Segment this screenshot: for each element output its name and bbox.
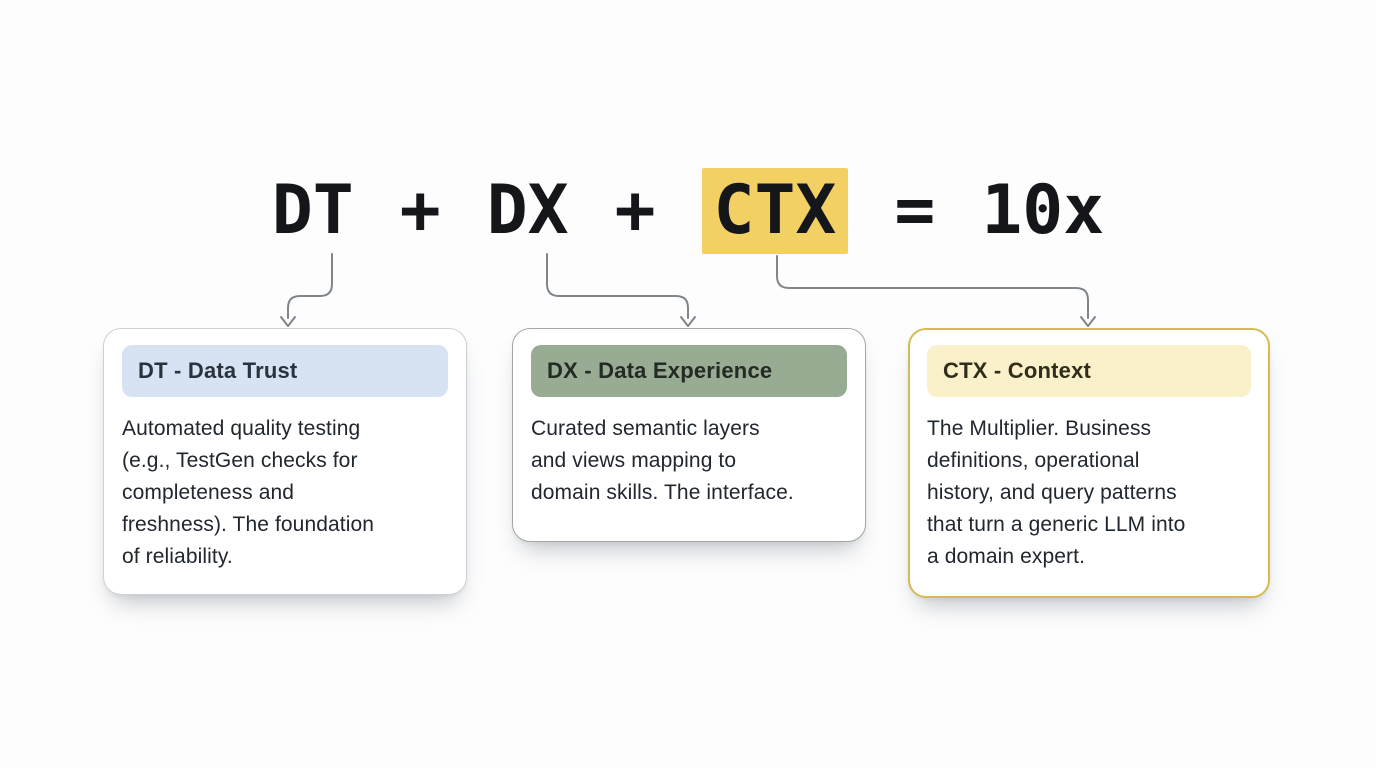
card-title-context: CTX - Context [927, 345, 1251, 397]
body-line: history, and query patterns [927, 481, 1177, 504]
formula-equation: DT + DX + CTX = 10x [0, 168, 1376, 254]
body-line: Automated quality testing [122, 417, 361, 440]
card-data-experience: DX - Data Experience Curated semantic la… [512, 328, 866, 542]
body-line: (e.g., TestGen checks for [122, 449, 358, 472]
body-line: of reliability. [122, 545, 233, 568]
formula-term-ctx-highlight: CTX [701, 168, 849, 254]
card-title-data-trust: DT - Data Trust [122, 345, 448, 397]
card-context: CTX - Context The Multiplier. Business d… [908, 328, 1270, 598]
card-body-data-experience: Curated semantic layers and views mappin… [531, 413, 847, 509]
card-body-data-trust: Automated quality testing (e.g., TestGen… [122, 413, 448, 573]
card-body-context: The Multiplier. Business definitions, op… [927, 413, 1251, 573]
formula-operator-plus-1: + [399, 171, 441, 250]
body-line: freshness). The foundation [122, 513, 375, 536]
body-line: Curated semantic layers [531, 417, 760, 440]
body-line: domain skills. The interface. [531, 481, 794, 504]
body-line: a domain expert. [927, 545, 1086, 568]
arrow-dx [546, 253, 696, 327]
formula-term-dt: DT [271, 171, 354, 250]
formula-operator-plus-2: + [614, 171, 656, 250]
body-line: completeness and [122, 481, 295, 504]
body-line: The Multiplier. Business [927, 417, 1152, 440]
body-line: definitions, operational [927, 449, 1140, 472]
arrow-ctx [776, 255, 1096, 327]
arrow-dt [280, 253, 333, 327]
formula-operator-equals: = [894, 171, 936, 250]
formula-term-dx: DX [486, 171, 569, 250]
body-line: and views mapping to [531, 449, 737, 472]
body-line: that turn a generic LLM into [927, 513, 1186, 536]
formula-result-10x: 10x [981, 171, 1105, 250]
card-data-trust: DT - Data Trust Automated quality testin… [103, 328, 467, 595]
card-title-data-experience: DX - Data Experience [531, 345, 847, 397]
